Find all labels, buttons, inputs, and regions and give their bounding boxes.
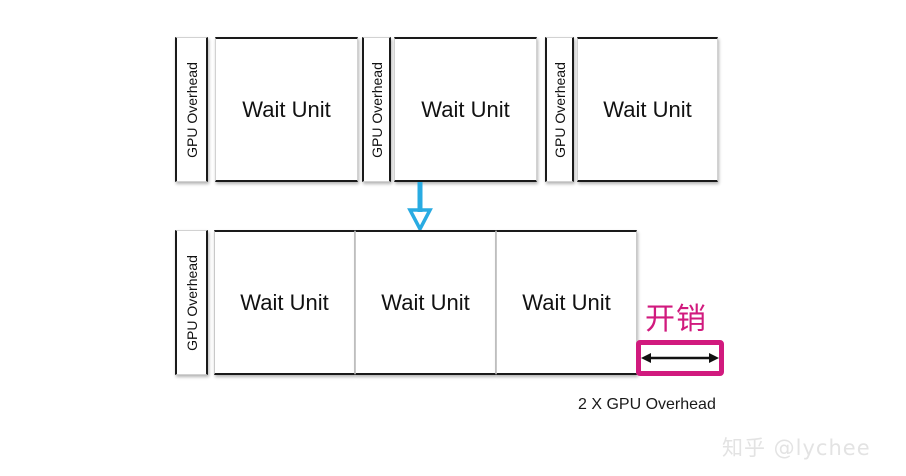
wait-unit-label: Wait Unit [603, 96, 692, 122]
watermark-zhihu: 知乎 @lychee [722, 436, 871, 460]
top-gpu-overhead-2: GPU Overhead [362, 37, 391, 182]
bottom-wait-unit-2: Wait Unit [355, 230, 496, 375]
top-wait-unit-2: Wait Unit [394, 37, 537, 182]
top-gpu-overhead-3: GPU Overhead [545, 37, 574, 182]
top-wait-unit-3: Wait Unit [577, 37, 718, 182]
wait-unit-label: Wait Unit [522, 289, 611, 315]
top-wait-unit-1: Wait Unit [215, 37, 358, 182]
overhead-measure-marker [636, 340, 724, 376]
wait-unit-label: Wait Unit [242, 96, 331, 122]
wait-unit-label: Wait Unit [421, 96, 510, 122]
bottom-gpu-overhead-1: GPU Overhead [175, 230, 208, 375]
down-arrow-icon [404, 182, 436, 233]
bottom-wait-unit-1: Wait Unit [214, 230, 355, 375]
wait-unit-label: Wait Unit [240, 289, 329, 315]
overhead-caption: 2 X GPU Overhead [578, 396, 716, 413]
overhead-chinese-label: 开销 [645, 302, 707, 337]
double-arrow-icon [641, 353, 719, 363]
wait-unit-label: Wait Unit [381, 289, 470, 315]
gpu-overhead-label: GPU Overhead [368, 61, 385, 158]
gpu-overhead-label: GPU Overhead [183, 254, 200, 351]
gpu-overhead-label: GPU Overhead [183, 61, 200, 158]
bottom-wait-unit-3: Wait Unit [496, 230, 637, 375]
top-gpu-overhead-1: GPU Overhead [175, 37, 208, 182]
gpu-overhead-label: GPU Overhead [551, 61, 568, 158]
